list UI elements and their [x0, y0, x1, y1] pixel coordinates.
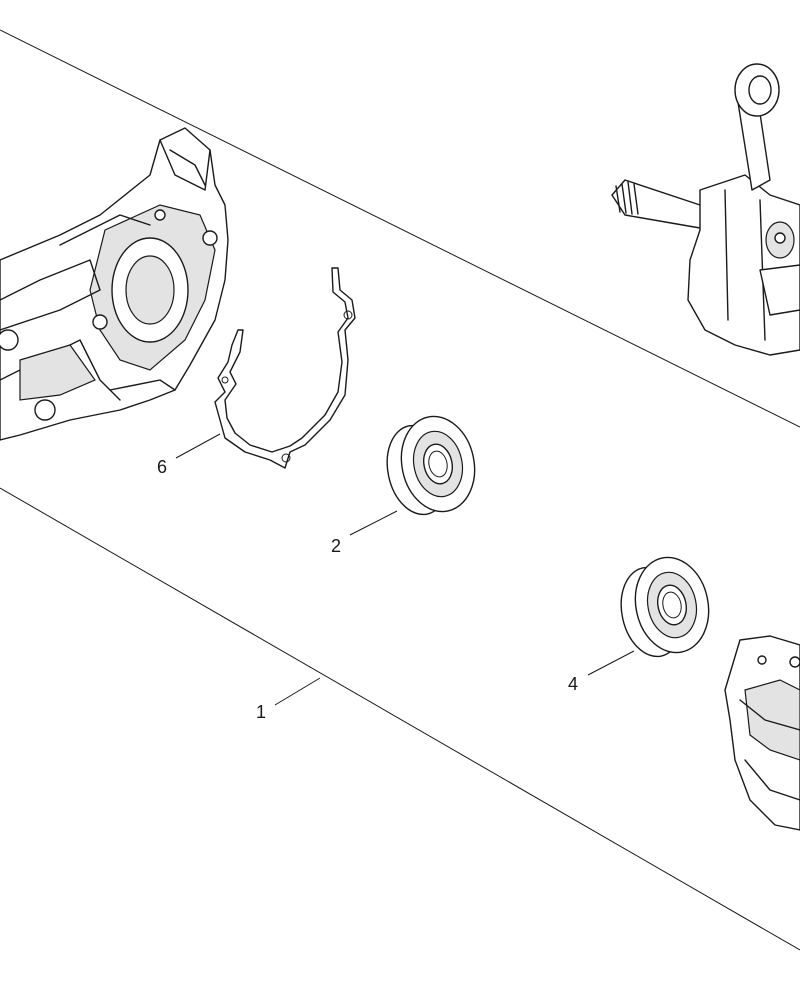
crankcase-half-left: [0, 127, 229, 441]
gasket: [214, 267, 356, 469]
leader-line-2: [349, 510, 398, 536]
leader-lines: [175, 433, 635, 706]
boundary-line-top: [0, 29, 800, 428]
callout-4: 4: [568, 674, 578, 694]
crankshaft-connecting-rod: [611, 63, 800, 356]
callout-6: 6: [157, 457, 167, 477]
boundary-line-bottom: [0, 487, 800, 951]
leader-line-6: [175, 433, 221, 459]
assembly-boundary-lines: [0, 29, 800, 951]
callout-1: 1: [256, 702, 266, 722]
crankcase-half-right: [724, 635, 800, 831]
ball-bearing-lower: [620, 556, 710, 658]
callout-2: 2: [331, 536, 341, 556]
callout-labels: 6 2 4 1: [157, 457, 578, 722]
leader-line-1: [274, 677, 321, 706]
leader-line-4: [587, 650, 635, 676]
ball-bearing-upper: [386, 415, 476, 516]
